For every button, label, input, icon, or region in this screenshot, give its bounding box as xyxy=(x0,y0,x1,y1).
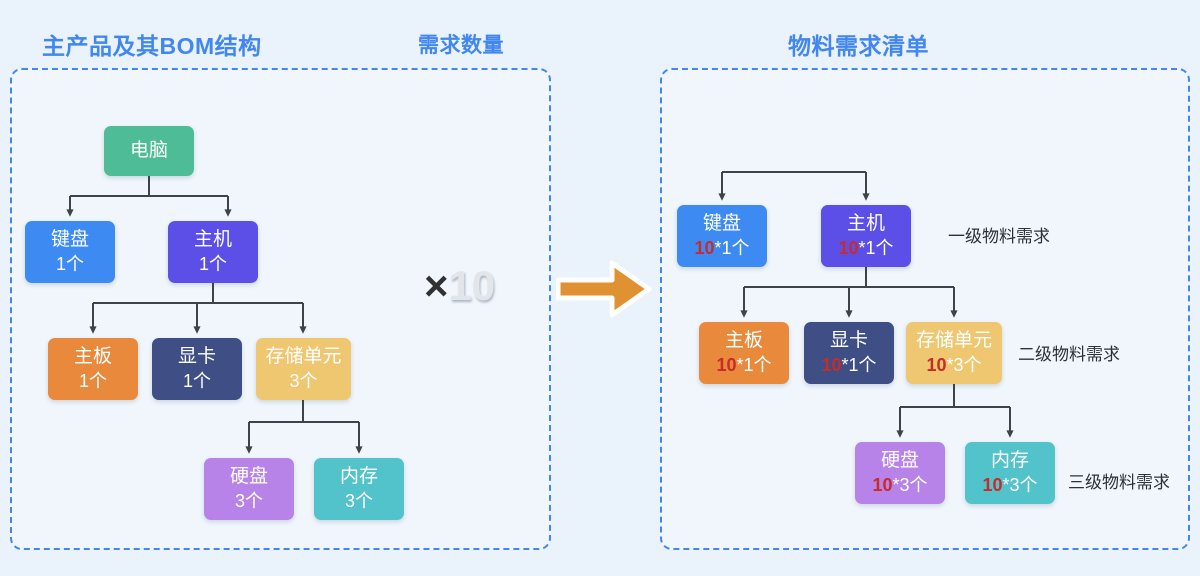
node-multiplier: 10 xyxy=(694,237,715,258)
node-label: 主板 xyxy=(73,346,112,368)
node-label: 主板 xyxy=(724,330,763,352)
left-node-keyboard[interactable]: 键盘 1个 xyxy=(25,221,115,283)
node-label: 显卡 xyxy=(177,346,216,368)
level-label-1: 一级物料需求 xyxy=(948,227,1050,246)
node-qty-suffix: *1个 xyxy=(841,354,877,375)
node-qty: 1个 xyxy=(78,370,107,391)
node-label: 硬盘 xyxy=(880,450,919,472)
left-node-storage-unit[interactable]: 存储单元 3个 xyxy=(256,338,351,400)
left-node-mainboard[interactable]: 主板 1个 xyxy=(48,338,138,400)
level-label-3: 三级物料需求 xyxy=(1068,473,1170,492)
node-qty: 10*3个 xyxy=(872,475,927,496)
node-qty: 1个 xyxy=(55,253,84,274)
node-label: 存储单元 xyxy=(915,330,992,352)
right-node-memory[interactable]: 内存 10*3个 xyxy=(965,442,1055,504)
node-label: 存储单元 xyxy=(265,346,342,368)
node-qty: 1个 xyxy=(198,253,227,274)
right-panel-title: 物料需求清单 xyxy=(788,33,929,59)
right-node-storage-unit[interactable]: 存储单元 10*3个 xyxy=(906,322,1002,384)
node-label: 键盘 xyxy=(702,213,741,235)
node-qty: 3个 xyxy=(289,370,318,391)
node-label: 键盘 xyxy=(50,229,89,251)
node-label: 主机 xyxy=(846,213,885,235)
node-qty-suffix: *1个 xyxy=(858,237,894,258)
right-node-host[interactable]: 主机 10*1个 xyxy=(821,205,911,267)
level-label-2: 二级物料需求 xyxy=(1018,345,1120,364)
node-multiplier: 10 xyxy=(982,474,1003,495)
right-node-mainboard[interactable]: 主板 10*1个 xyxy=(699,322,789,384)
node-qty: 1个 xyxy=(182,370,211,391)
node-qty: 10*1个 xyxy=(838,238,893,259)
node-qty: 10*3个 xyxy=(982,475,1037,496)
node-qty-suffix: *3个 xyxy=(946,354,982,375)
left-node-root[interactable]: 电脑 xyxy=(104,126,194,176)
multiply-symbol: × xyxy=(424,262,449,309)
node-multiplier: 10 xyxy=(926,354,947,375)
left-node-hard-disk[interactable]: 硬盘 3个 xyxy=(204,458,294,520)
node-multiplier: 10 xyxy=(872,474,893,495)
left-node-memory[interactable]: 内存 3个 xyxy=(314,458,404,520)
node-qty-suffix: *1个 xyxy=(736,354,772,375)
node-qty-suffix: *3个 xyxy=(892,474,928,495)
node-label: 主机 xyxy=(193,229,232,251)
node-label: 内存 xyxy=(990,450,1029,472)
right-node-hard-disk[interactable]: 硬盘 10*3个 xyxy=(855,442,945,504)
left-node-graphics-card[interactable]: 显卡 1个 xyxy=(152,338,242,400)
node-qty: 10*1个 xyxy=(716,355,771,376)
node-label: 显卡 xyxy=(829,330,868,352)
node-multiplier: 10 xyxy=(716,354,737,375)
node-multiplier: 10 xyxy=(838,237,859,258)
node-label: 电脑 xyxy=(129,139,168,161)
node-qty: 10*1个 xyxy=(821,355,876,376)
right-node-graphics-card[interactable]: 显卡 10*1个 xyxy=(804,322,894,384)
right-arrow-icon xyxy=(556,260,652,318)
middle-title: 需求数量 xyxy=(418,34,504,57)
left-panel-title: 主产品及其BOM结构 xyxy=(42,33,262,59)
node-qty: 10*1个 xyxy=(694,238,749,259)
multiplier-value: 10 xyxy=(448,262,496,309)
node-qty-suffix: *1个 xyxy=(714,237,750,258)
node-qty: 3个 xyxy=(344,490,373,511)
node-qty-suffix: *3个 xyxy=(1002,474,1038,495)
multiplier-badge: ×10 xyxy=(424,262,495,310)
node-label: 内存 xyxy=(339,466,378,488)
node-qty: 10*3个 xyxy=(926,355,981,376)
right-node-keyboard[interactable]: 键盘 10*1个 xyxy=(677,205,767,267)
node-label: 硬盘 xyxy=(229,466,268,488)
node-multiplier: 10 xyxy=(821,354,842,375)
node-qty: 3个 xyxy=(234,490,263,511)
left-node-host[interactable]: 主机 1个 xyxy=(168,221,258,283)
